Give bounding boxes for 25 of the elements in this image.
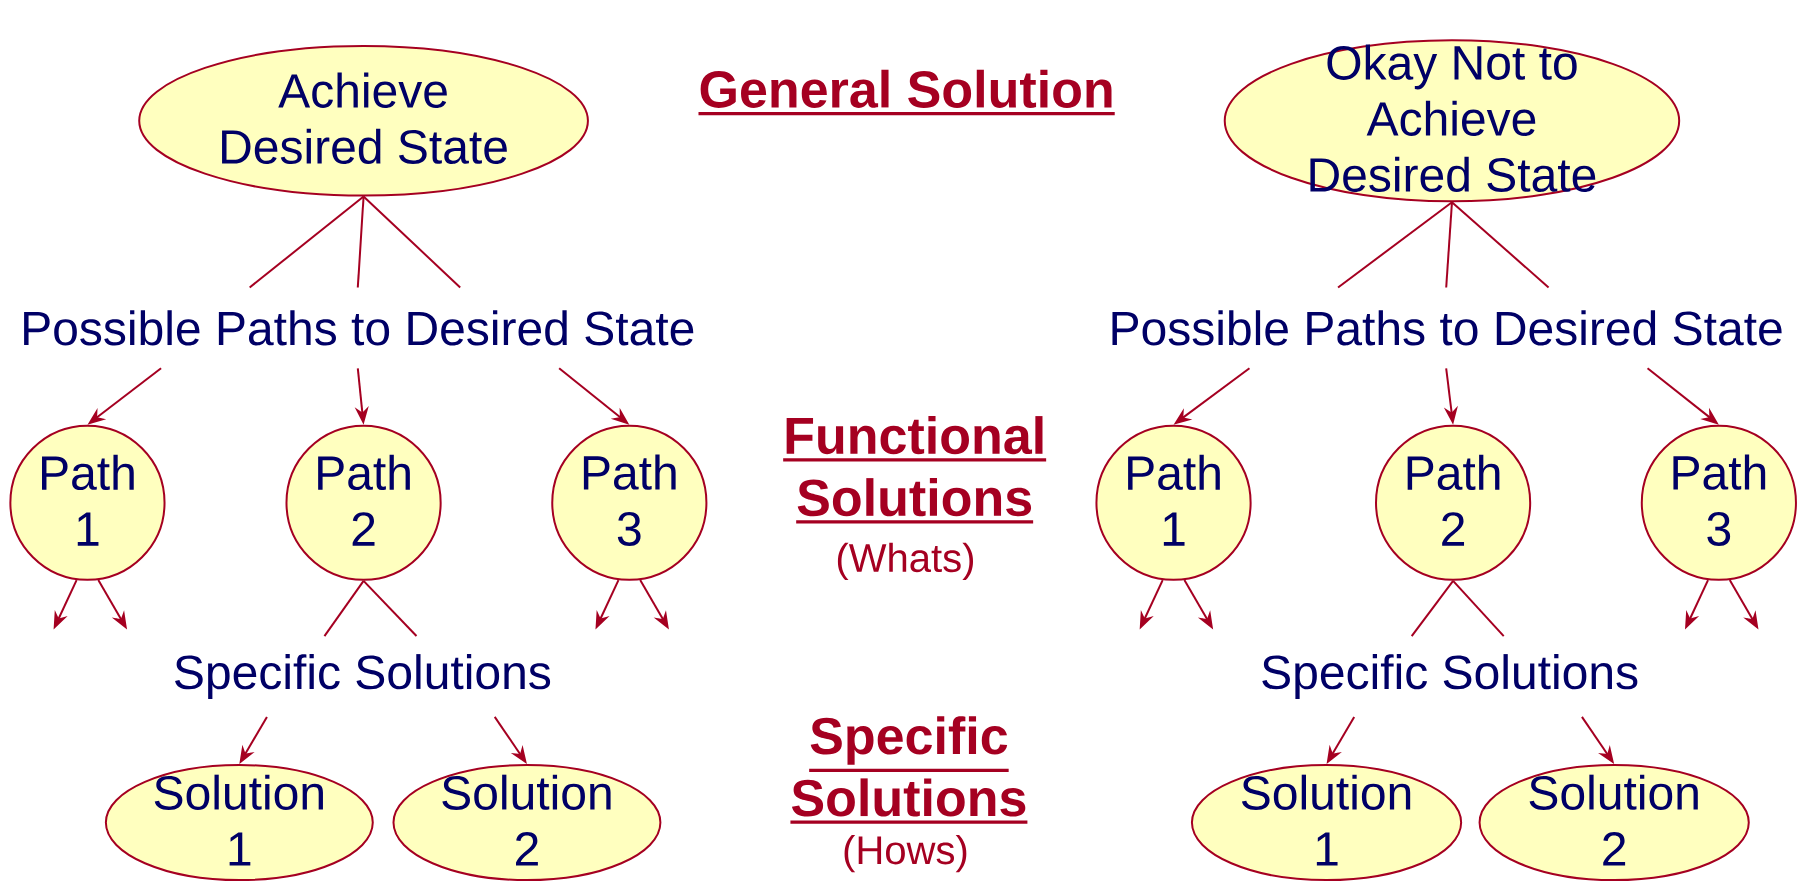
branch-label: Possible Paths to Desired State	[1112, 310, 1782, 346]
subheading: (Hows)	[844, 835, 967, 873]
oval-node: Achieve Desired State	[138, 45, 589, 197]
oval-node: Solution 1	[104, 764, 374, 882]
branch-label: Specific Solutions	[175, 654, 551, 699]
branch-label: Specific Solutions	[1262, 654, 1638, 699]
heading: Specific Solutions	[790, 716, 1028, 824]
oval-node: Solution 2	[392, 764, 662, 882]
branch-label: Possible Paths to Desired State	[24, 310, 694, 346]
connector-line	[323, 579, 365, 638]
connector-line	[1445, 201, 1453, 289]
oval-node: Okay Not to Achieve Desired State	[1223, 39, 1681, 203]
connector-line	[1452, 579, 1505, 638]
connector-line	[362, 579, 418, 638]
oval-node: Solution 2	[1478, 764, 1750, 882]
connector-line	[356, 195, 365, 289]
connector-line	[248, 195, 365, 289]
connector-line	[1337, 201, 1453, 289]
oval-node: Solution 1	[1190, 764, 1463, 882]
heading: Functional Solutions	[783, 416, 1047, 524]
heading: General Solution	[698, 69, 1115, 116]
connector-line	[362, 195, 462, 289]
connector-line	[1450, 201, 1550, 289]
connector-line	[1410, 579, 1455, 638]
subheading: (Whats)	[837, 542, 973, 581]
